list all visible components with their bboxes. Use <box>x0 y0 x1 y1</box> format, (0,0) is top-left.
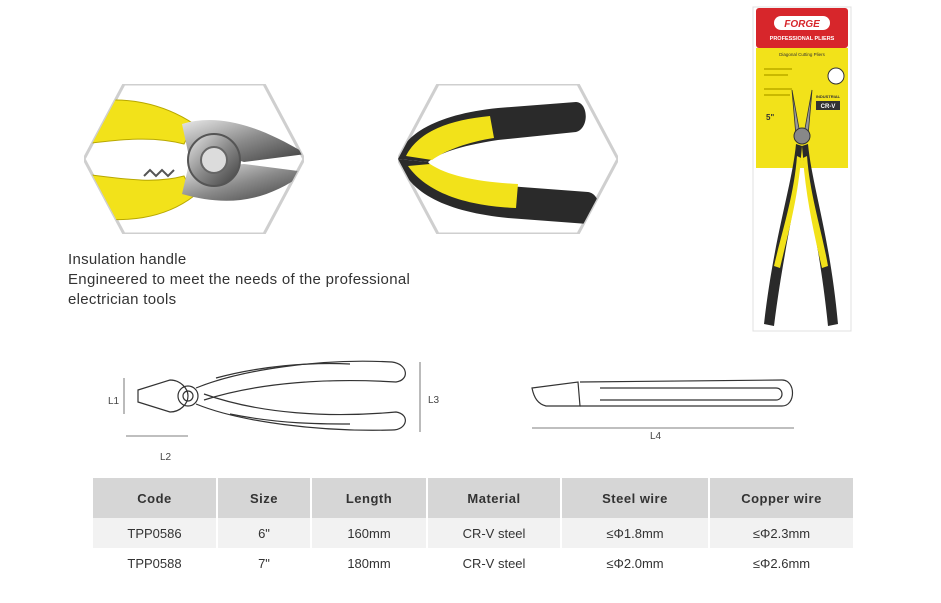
header-size: Size <box>217 478 312 518</box>
cell-steel-wire: ≤Φ2.0mm <box>561 548 710 578</box>
package-product-name: Diagonal Cutting Pliers <box>779 52 826 57</box>
package-size: 5" <box>766 113 774 122</box>
cell-size: 6" <box>217 518 312 548</box>
dimension-label-l4: L4 <box>650 431 662 442</box>
spec-table-header: Code Size Length Material Steel wire Cop… <box>93 478 853 518</box>
handle-closeup-image <box>398 84 618 234</box>
feature-line-1: Engineered to meet the needs of the prof… <box>68 271 411 288</box>
dimension-label-l2: L2 <box>160 452 172 463</box>
dimension-label-l1: L1 <box>108 396 120 407</box>
package-grade: INDUSTRIAL <box>816 94 841 99</box>
table-row: TPP0586 6" 160mm CR-V steel ≤Φ1.8mm ≤Φ2.… <box>93 518 853 548</box>
cell-size: 7" <box>217 548 312 578</box>
feature-title: Insulation handle <box>68 251 187 268</box>
header-length: Length <box>311 478 428 518</box>
header-material: Material <box>427 478 562 518</box>
feature-description: Insulation handle Engineered to meet the… <box>68 250 410 310</box>
dimension-drawing <box>123 360 794 437</box>
package-material: CR-V <box>821 104 836 110</box>
cell-copper-wire: ≤Φ2.6mm <box>709 548 853 578</box>
table-row: TPP0588 7" 180mm CR-V steel ≤Φ2.0mm ≤Φ2.… <box>93 548 853 578</box>
package-line-title: PROFESSIONAL PLIERS <box>770 36 835 42</box>
feature-line-2: electrician tools <box>68 291 177 308</box>
cell-copper-wire: ≤Φ2.3mm <box>709 518 853 548</box>
cell-steel-wire: ≤Φ1.8mm <box>561 518 710 548</box>
cell-code: TPP0586 <box>93 518 218 548</box>
cell-material: CR-V steel <box>427 548 562 578</box>
cell-length: 180mm <box>311 548 428 578</box>
header-copper-wire: Copper wire <box>709 478 853 518</box>
header-code: Code <box>93 478 218 518</box>
cell-length: 160mm <box>311 518 428 548</box>
dimension-label-l3: L3 <box>428 395 440 406</box>
jaw-closeup-image <box>84 84 304 234</box>
cell-code: TPP0588 <box>93 548 218 578</box>
spec-table: Code Size Length Material Steel wire Cop… <box>93 478 853 578</box>
package-brand: FORGE <box>784 19 820 30</box>
cell-material: CR-V steel <box>427 518 562 548</box>
header-steel-wire: Steel wire <box>561 478 710 518</box>
product-package-image: FORGE PROFESSIONAL PLIERS Diagonal Cutti… <box>752 6 852 332</box>
